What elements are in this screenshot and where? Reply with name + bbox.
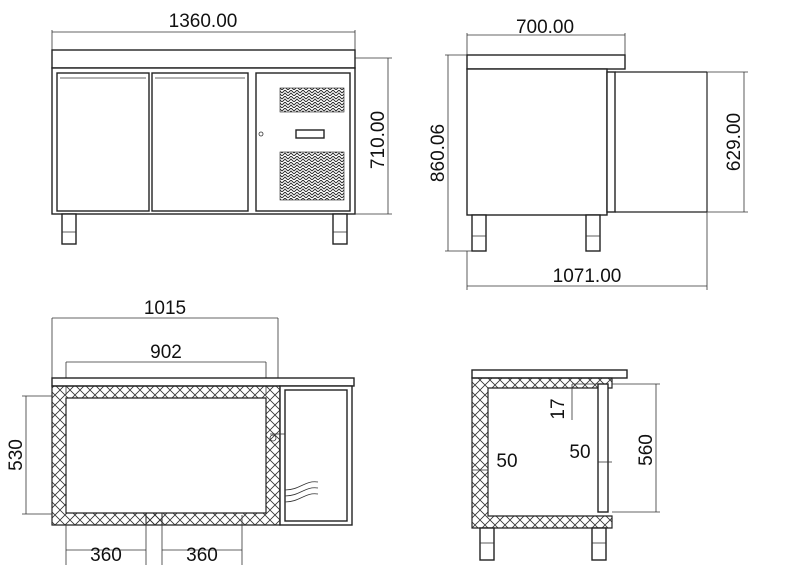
section-view: 50 50 17 560 [471,369,660,561]
side-view: 700.00 860.06 629.00 1071.00 [428,17,748,290]
plan-inner-width-label: 902 [150,342,182,363]
top-label: 17 [548,398,569,419]
plan-engine-inner [284,389,348,522]
front-width-label: 1360.00 [169,11,238,32]
plan-worktop-edge [51,377,355,387]
side-leg-left [471,214,487,252]
vent-grille-bottom [279,151,345,201]
plan-depth-label: 530 [6,439,27,471]
controller-display [295,129,325,139]
side-depth-label: 700.00 [516,17,574,38]
front-view: 1360.00 710.00 [51,11,392,245]
section-door [597,383,609,513]
front-door-left [56,72,150,212]
side-leg-right [585,214,601,252]
door-height-label: 629.00 [724,113,745,171]
wall-left-label: 50 [496,451,517,472]
open-depth-label: 1071.00 [553,266,622,287]
plan-fitting-icon [269,434,277,442]
section-worktop [471,369,628,379]
section-insulated-walls [471,377,613,529]
right-leg-label: 360 [186,545,218,566]
section-height-label: 560 [636,434,657,466]
side-door-edge [606,71,616,213]
section-leg-right [591,527,607,561]
side-worktop [466,54,626,70]
plan-insulated-walls [51,385,281,526]
front-leg-right [332,213,348,245]
front-door-right [151,72,249,212]
left-leg-label: 360 [90,545,122,566]
vent-grille-top [279,87,345,113]
refrigerant-pipes [284,481,319,503]
wall-right-label: 50 [569,442,590,463]
plan-drain-fitting [145,512,163,526]
plan-view: 1015 902 530 360 360 [6,298,355,566]
side-total-height-label: 860.06 [428,124,449,182]
front-worktop [51,49,356,69]
power-switch-icon [258,131,264,137]
side-cabinet-body [466,68,608,216]
section-leg-left [479,527,495,561]
front-height-label: 710.00 [368,111,389,169]
plan-outer-width-label: 1015 [144,298,186,319]
front-leg-left [61,213,77,245]
